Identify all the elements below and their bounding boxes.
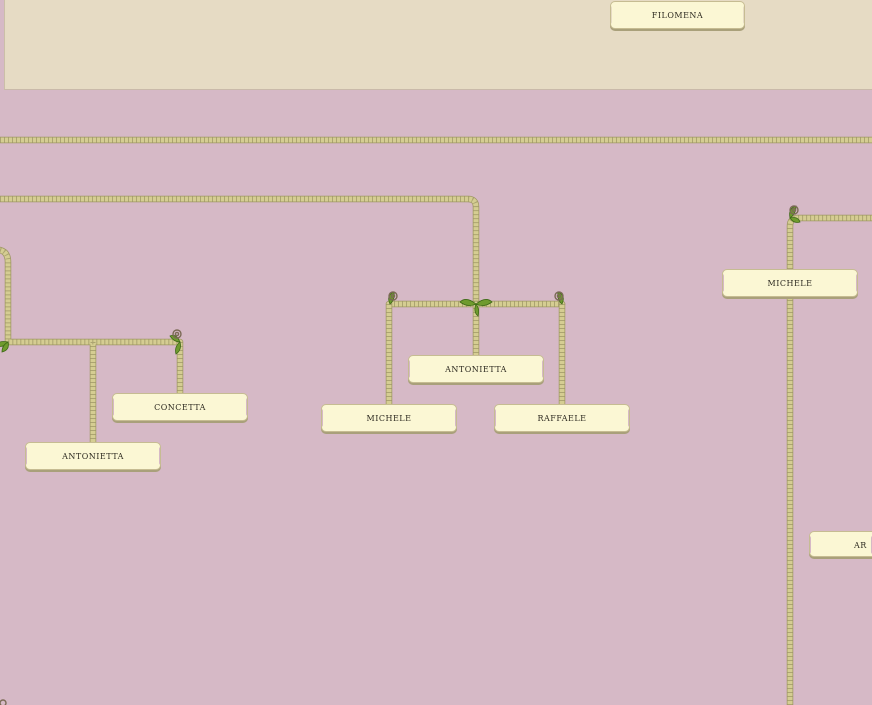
person-node-concetta[interactable]: Concetta: [112, 393, 248, 421]
curl-icon: [0, 205, 799, 705]
person-node-antonietta-left[interactable]: Antonietta: [25, 442, 161, 470]
leaf-icon: [0, 205, 801, 355]
person-node-michele-center[interactable]: Michele: [321, 404, 457, 432]
person-node-raffaele[interactable]: Raffaele: [494, 404, 630, 432]
person-node-partial-right[interactable]: Ar: [809, 531, 872, 557]
person-node-filomena[interactable]: Filomena: [610, 1, 745, 29]
person-node-antonietta-center[interactable]: Antonietta: [408, 355, 544, 383]
person-node-michele-right[interactable]: Michele: [722, 269, 858, 297]
